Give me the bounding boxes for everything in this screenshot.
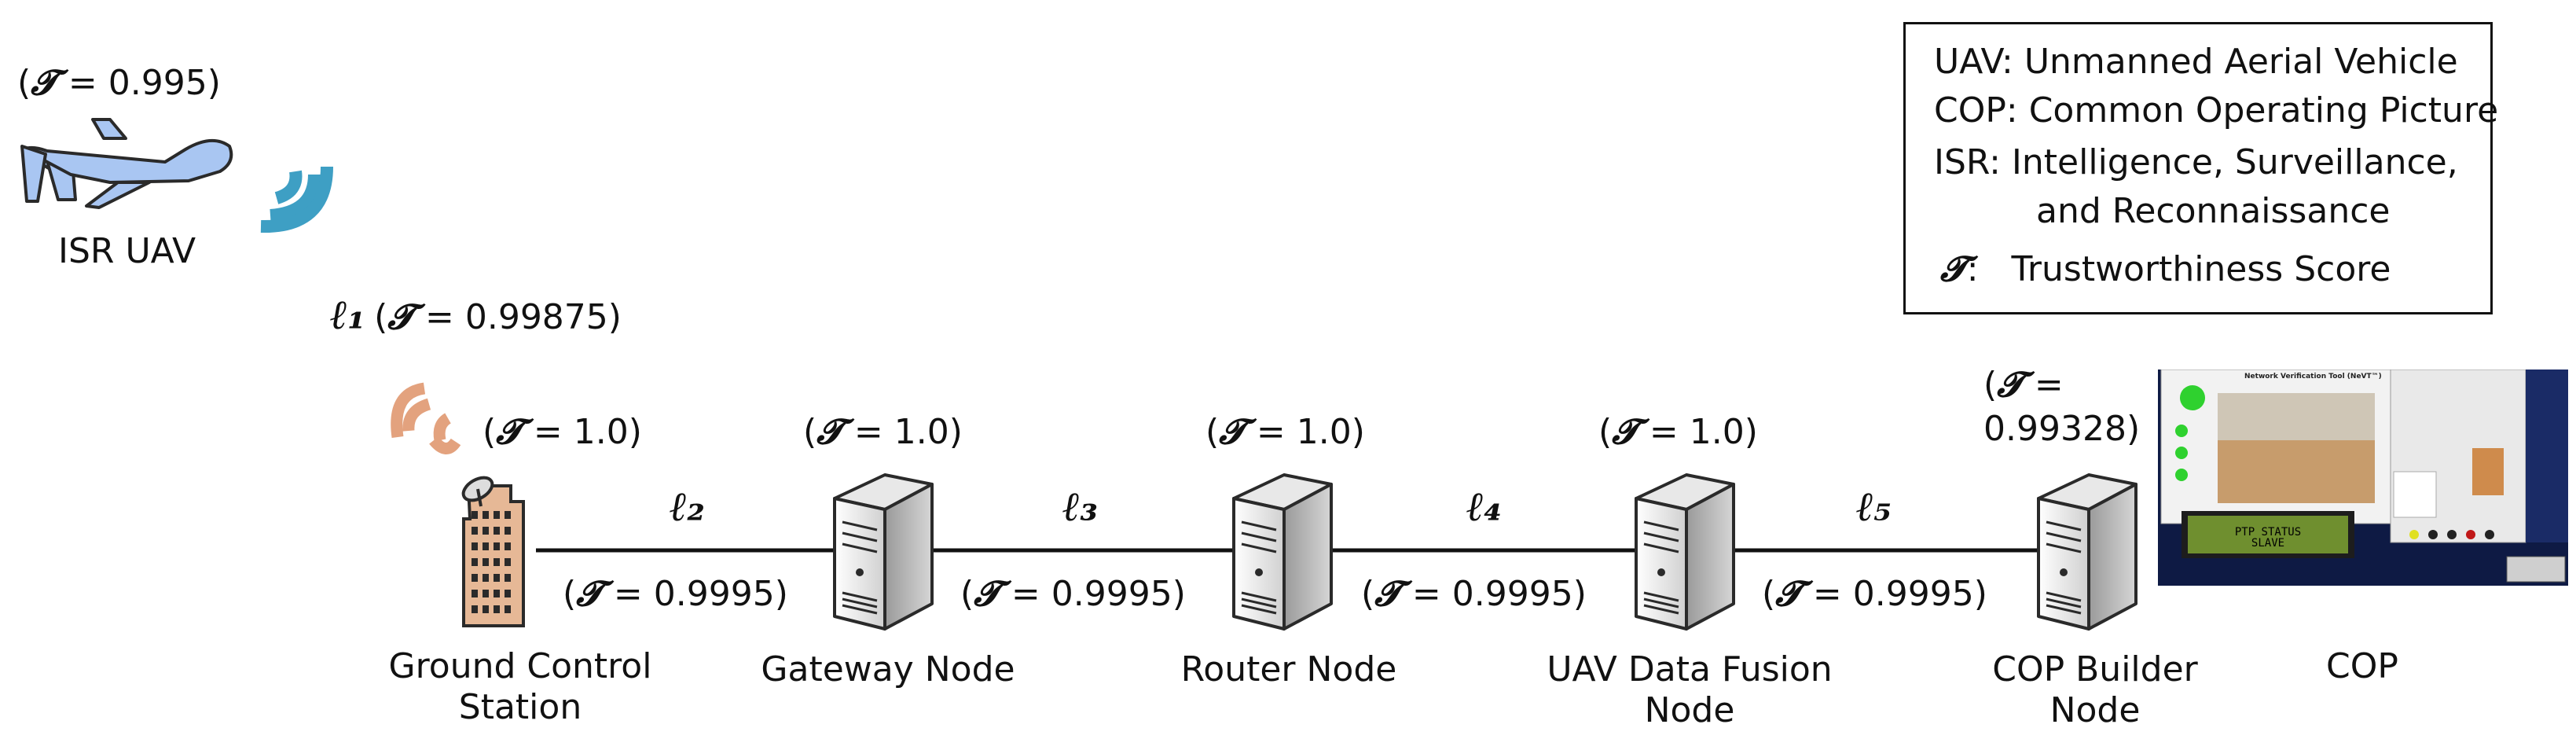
gateway-score: (𝓣 = 1.0) [803,412,963,452]
cop-screen-graphics [2158,370,2568,586]
uav-label: ISR UAV [58,231,196,271]
legend-cop: COP: Common Operating Picture [1934,90,2499,131]
link-l3-label: ℓ₃ [1062,483,1098,531]
cop-ptp-line1: PTP STATUS [2234,526,2302,539]
fusion-label: UAV Data Fusion Node [1547,649,1833,730]
legend-tau: 𝓣: Trustworthiness Score [1940,249,2391,289]
link-l5-score: (𝓣 = 0.9995) [1762,574,1987,614]
cop-ptp-line2: SLAVE [2251,537,2285,550]
link-l2-score: (𝓣 = 0.9995) [563,574,788,614]
router-score: (𝓣 = 1.0) [1205,412,1365,452]
cop-builder-server-icon [2037,473,2137,631]
gcs-score: (𝓣 = 1.0) [483,412,642,452]
cop-screen-title: Network Verification Tool (NeVT™) [2244,373,2382,381]
link-l2-label: ℓ₂ [670,483,705,531]
legend-uav: UAV: Unmanned Aerial Vehicle [1934,42,2458,82]
gateway-server-icon [833,473,934,631]
uav-drone-icon [20,118,233,209]
ground-signal-icon [391,382,461,454]
cop-screen-image: Network Verification Tool (NeVT™) PTP ST… [2158,370,2568,586]
cop-builder-label: COP Builder Node [1992,649,2198,730]
legend-box: UAV: Unmanned Aerial Vehicle COP: Common… [1903,22,2498,314]
router-server-icon [1232,473,1333,631]
gcs-label: Ground Control Station [388,646,652,727]
cop-builder-score: (𝓣 = 0.99328) [1983,365,2141,449]
legend-isr-line2: and Reconnaissance [2036,191,2391,231]
link-l1-label: ℓ₁ (𝓣 = 0.99875) [330,291,622,339]
fusion-score: (𝓣 = 1.0) [1598,412,1758,452]
fusion-server-icon [1635,473,1735,631]
legend-isr-line1: ISR: Intelligence, Surveillance, [1934,142,2458,182]
cop-label: COP [2326,646,2398,686]
ground-control-station-icon [461,476,525,627]
cop-ptp-status: PTP STATUS SLAVE [2188,527,2348,549]
uav-score: (𝓣 = 0.995) [17,63,221,103]
gateway-label: Gateway Node [761,649,1015,689]
link-l4-score: (𝓣 = 0.9995) [1361,574,1587,614]
router-label: Router Node [1180,649,1397,689]
link-l3-score: (𝓣 = 0.9995) [960,574,1186,614]
link-l5-label: ℓ₅ [1856,483,1892,531]
link-l4-label: ℓ₄ [1466,483,1502,531]
uav-signal-icon [260,166,333,233]
